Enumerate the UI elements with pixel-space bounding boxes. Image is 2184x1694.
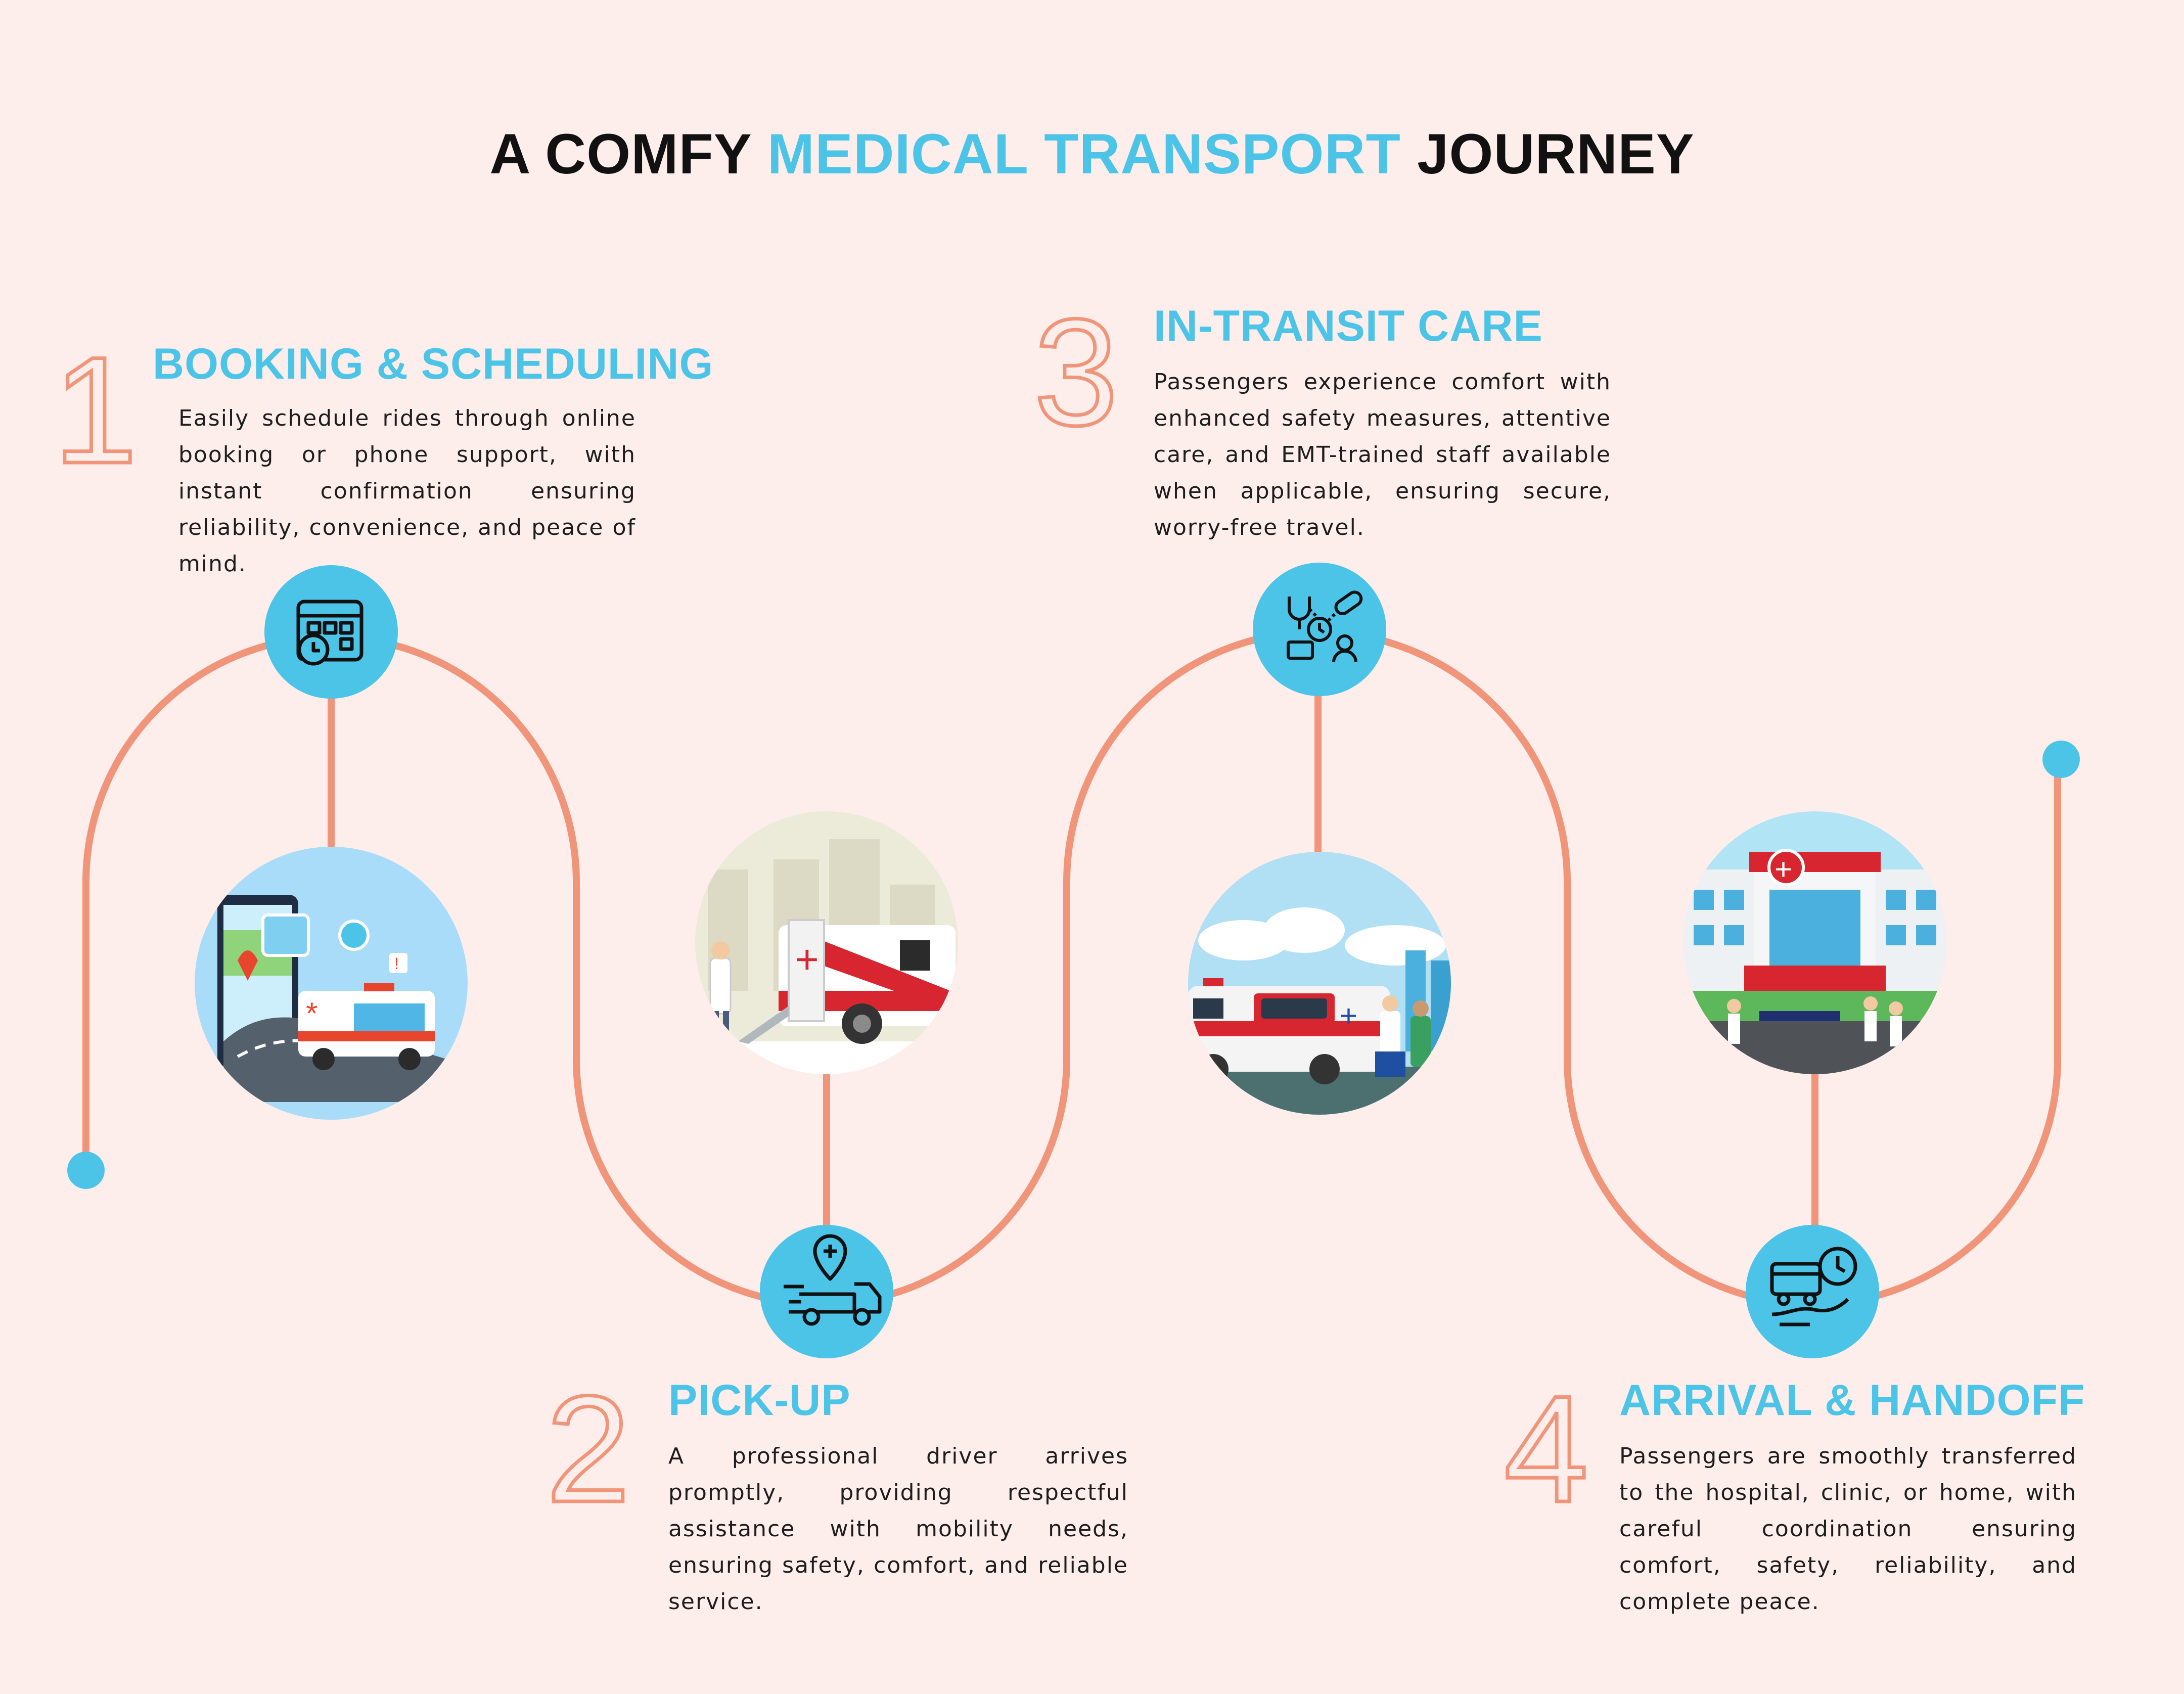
hospital-arrival-illustration: + xyxy=(1684,811,1946,1074)
step-3-description: Passengers experience comfort with enhan… xyxy=(1154,369,1611,540)
ambulance-with-staff-illustration: + xyxy=(1188,852,1451,1115)
doctor-ambulance-ramp-illustration: + xyxy=(695,811,958,1074)
step-3-icon-circle xyxy=(1253,563,1386,696)
title-highlight: MEDICAL TRANSPORT xyxy=(767,122,1401,186)
step-4-icon-circle xyxy=(1746,1225,1879,1358)
path-start-dot xyxy=(67,1152,105,1189)
step-number-4: 4 xyxy=(1504,1364,1588,1534)
page-title: A COMFY MEDICAL TRANSPORT JOURNEY xyxy=(0,116,2184,192)
step-1-icon-circle xyxy=(264,565,398,699)
step-number-2: 2 xyxy=(546,1364,630,1534)
phone-map-ambulance-illustration: * ! xyxy=(195,847,468,1120)
svg-text:+: + xyxy=(1774,852,1792,886)
ambulance-pin-icon xyxy=(784,1234,882,1326)
step-2-icon-circle xyxy=(760,1225,893,1358)
calendar-clock-icon xyxy=(296,600,363,666)
step-1-description: Easily schedule rides through online boo… xyxy=(178,405,636,577)
vehicle-care-clock-icon xyxy=(1770,1247,1857,1326)
step-3-heading: IN-TRANSIT CARE xyxy=(1154,302,1543,350)
svg-text:*: * xyxy=(306,996,317,1030)
step-2-description: A professional driver arrives promptly, … xyxy=(668,1443,1128,1615)
step-2-heading: PICK-UP xyxy=(668,1376,851,1425)
step-number-3: 3 xyxy=(1034,287,1118,457)
title-prefix: A COMFY xyxy=(489,122,751,186)
step-number-1: 1 xyxy=(53,325,138,495)
svg-text:!: ! xyxy=(394,954,399,973)
title-suffix: JOURNEY xyxy=(1417,122,1695,186)
step-4-heading: ARRIVAL & HANDOFF xyxy=(1619,1376,2085,1425)
svg-text:+: + xyxy=(795,937,819,982)
journey-path-line xyxy=(82,628,2061,1308)
svg-text:+: + xyxy=(1340,999,1357,1033)
path-end-dot xyxy=(2042,741,2080,778)
step-1-heading: BOOKING & SCHEDULING xyxy=(153,340,714,388)
step-4-description: Passengers are smoothly transferred to t… xyxy=(1619,1443,2077,1615)
medical-care-network-icon xyxy=(1287,590,1363,663)
